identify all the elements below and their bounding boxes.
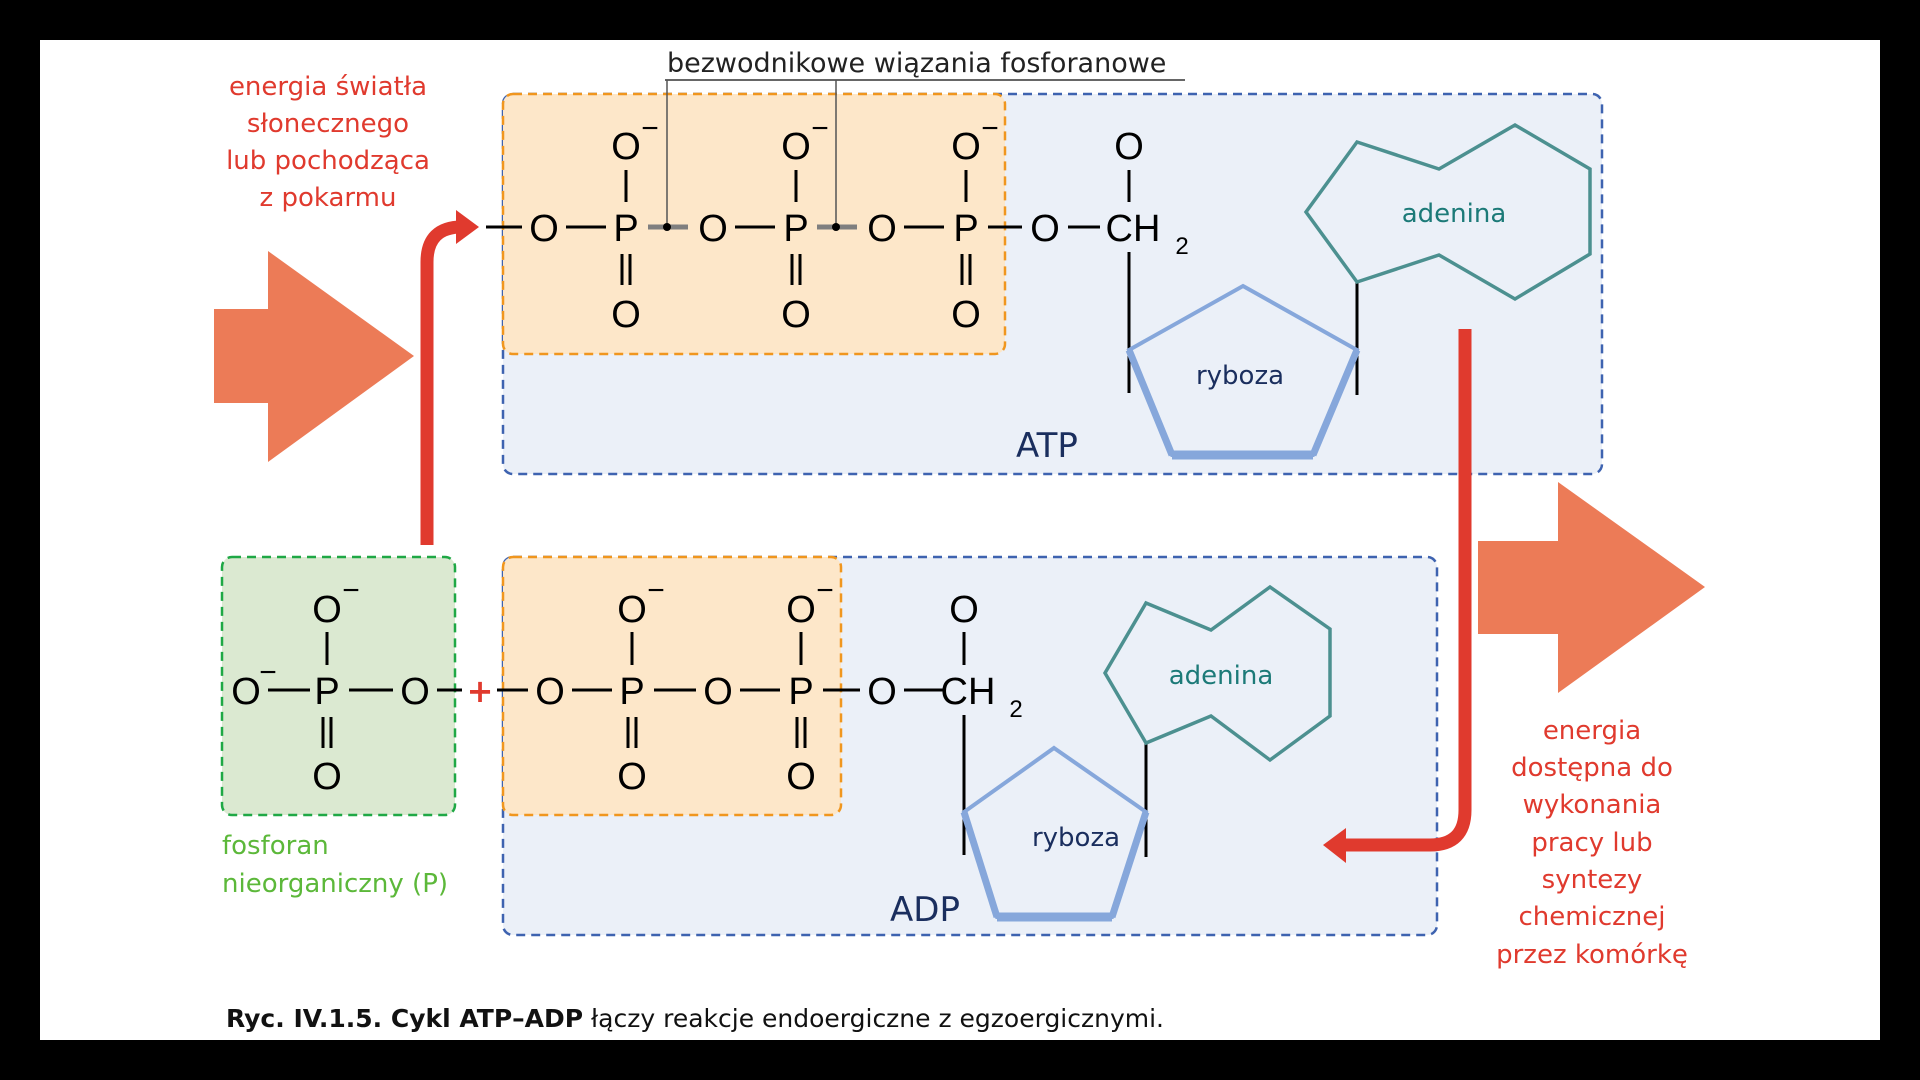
anhydride-bond-label: bezwodnikowe wiązania fosforanowe: [667, 48, 1166, 79]
energy-output-label: energia dostępna do wykonania pracy lub …: [1496, 716, 1688, 970]
atp-phosphorus-1: P: [613, 208, 638, 250]
energy-output-arrow-icon: [1478, 482, 1705, 693]
pi-charge-left: −: [259, 656, 277, 689]
inorganic-phosphate-label: fosforan nieorganiczny (P): [222, 831, 448, 899]
adp-o-minus-1: O: [617, 589, 647, 631]
adp-phosphorus-1: P: [619, 671, 644, 713]
energy-output-line-7: przez komórkę: [1496, 940, 1688, 970]
adp-ribose-label: ryboza: [1032, 823, 1120, 853]
pi-oxygen: O: [400, 671, 430, 713]
energy-output-line-4: pracy lub: [1531, 828, 1652, 858]
atp-o-minus-3: O: [951, 126, 981, 168]
adp-o-minus-2: O: [786, 589, 816, 631]
atp-adenine-label: adenina: [1402, 199, 1507, 229]
energy-input-label: energia światła słonecznego lub pochodzą…: [226, 72, 430, 213]
anhydride-bond-dot-2: [832, 223, 840, 231]
energy-input-line-1: energia światła: [229, 72, 427, 102]
atp-oxygen: O: [529, 208, 559, 250]
hydrolysis-arrow: [1323, 329, 1472, 863]
adp-ring-oxygen: O: [949, 589, 979, 631]
pi-double-bond-oxygen: O: [312, 756, 342, 798]
anhydride-bond-dot-1: [663, 223, 671, 231]
energy-output-line-2: dostępna do: [1511, 753, 1673, 783]
adp-double-bond-oxygen-2: O: [786, 756, 816, 798]
atp-double-bond-oxygen-2: O: [781, 294, 811, 336]
energy-output-line-3: wykonania: [1523, 790, 1662, 820]
synthesis-arrowhead-icon: [456, 210, 479, 244]
inorganic-phosphate-line-1: fosforan: [222, 831, 329, 861]
adp-structure: O − P O O − O + O P O P O CH 2 O − O − O: [231, 574, 1332, 930]
atp-double-bond-oxygen-1: O: [611, 294, 641, 336]
figure-caption: Ryc. IV.1.5. Cykl ATP–ADP łączy reakcje …: [226, 1004, 1164, 1033]
atp-oxygen: O: [867, 208, 897, 250]
hydrolysis-arrowhead-icon: [1323, 828, 1346, 863]
atp-adenine-ring: [1303, 122, 1592, 302]
atp-phosphate-group-box: [501, 92, 1007, 356]
adp-label: ADP: [890, 890, 960, 930]
atp-ch2: CH: [1106, 208, 1161, 250]
pi-o-minus-left: O: [231, 671, 261, 713]
atp-structure: O P O P O P O CH 2 O − O − O − O O O O: [486, 112, 1592, 466]
plus-sign: +: [467, 672, 494, 710]
atp-charge-1: −: [641, 112, 659, 145]
adp-ch2-subscript: 2: [1009, 696, 1022, 723]
energy-output-line-1: energia: [1543, 716, 1641, 746]
figure-caption-bold: Ryc. IV.1.5. Cykl ATP–ADP: [226, 1004, 583, 1033]
energy-input-line-3: lub pochodząca: [226, 146, 430, 176]
adp-adenine-ring: [1102, 584, 1332, 763]
adp-oxygen: O: [535, 671, 565, 713]
inorganic-phosphate-box: [220, 555, 457, 817]
atp-o-minus-2: O: [781, 126, 811, 168]
adp-double-bond-oxygen-1: O: [617, 756, 647, 798]
adp-charge-1: −: [647, 574, 665, 607]
figure-caption-text: łączy reakcje endoergiczne z egzoergiczn…: [583, 1004, 1164, 1033]
adp-charge-2: −: [816, 574, 834, 607]
synthesis-arrow: [420, 210, 479, 545]
adp-adenine-label: adenina: [1169, 661, 1274, 691]
pi-o-minus-top: O: [312, 589, 342, 631]
atp-ribose-label: ryboza: [1196, 361, 1284, 391]
hydrolysis-arrow-line: [1342, 329, 1472, 852]
atp-oxygen: O: [698, 208, 728, 250]
energy-input-arrow-icon: [214, 251, 414, 462]
energy-output-line-6: chemicznej: [1519, 902, 1666, 932]
pi-charge-top: −: [342, 574, 360, 607]
adp-ch2: CH: [941, 671, 996, 713]
atp-o-minus-1: O: [611, 126, 641, 168]
atp-phosphorus-3: P: [953, 208, 978, 250]
energy-output-line-5: syntezy: [1542, 865, 1643, 895]
adp-phosphate-group-box: [501, 555, 843, 817]
atp-double-bond-oxygen-3: O: [951, 294, 981, 336]
atp-ring-oxygen: O: [1114, 126, 1144, 168]
synthesis-arrow-line: [420, 220, 463, 545]
atp-ch2-subscript: 2: [1175, 233, 1188, 260]
atp-charge-2: −: [811, 112, 829, 145]
energy-input-line-4: z pokarmu: [260, 183, 397, 213]
atp-phosphorus-2: P: [783, 208, 808, 250]
inorganic-phosphate-line-2: nieorganiczny (P): [222, 869, 448, 899]
adp-oxygen: O: [867, 671, 897, 713]
adp-oxygen: O: [703, 671, 733, 713]
anhydride-bond-bracket: bezwodnikowe wiązania fosforanowe: [665, 48, 1185, 227]
energy-input-line-2: słonecznego: [247, 109, 409, 139]
atp-charge-3: −: [981, 112, 999, 145]
adp-phosphorus-2: P: [788, 671, 813, 713]
atp-oxygen: O: [1030, 208, 1060, 250]
atp-label: ATP: [1016, 426, 1078, 466]
pi-phosphorus: P: [314, 671, 339, 713]
